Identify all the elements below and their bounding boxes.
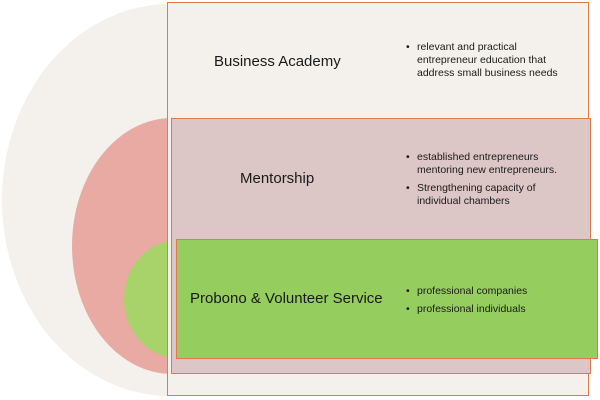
tier-probono [176, 239, 598, 359]
tier-business-academy-title: Business Academy [214, 53, 341, 70]
inner-arc [124, 240, 178, 358]
list-item: relevant and practical entrepreneur educ… [406, 41, 576, 80]
tier-probono-bullets: professional companies professional indi… [406, 285, 576, 321]
list-item: Strengthening capacity of individual cha… [406, 182, 576, 208]
tier-mentorship-bullets: established entrepreneurs mentoring new … [406, 151, 576, 213]
tier-probono-title: Probono & Volunteer Service [190, 290, 383, 307]
list-item: professional companies [406, 285, 576, 298]
tier-mentorship-title: Mentorship [240, 170, 315, 187]
list-item: professional individuals [406, 303, 576, 316]
tier-business-academy-bullets: relevant and practical entrepreneur educ… [406, 41, 576, 85]
list-item: established entrepreneurs mentoring new … [406, 151, 576, 177]
